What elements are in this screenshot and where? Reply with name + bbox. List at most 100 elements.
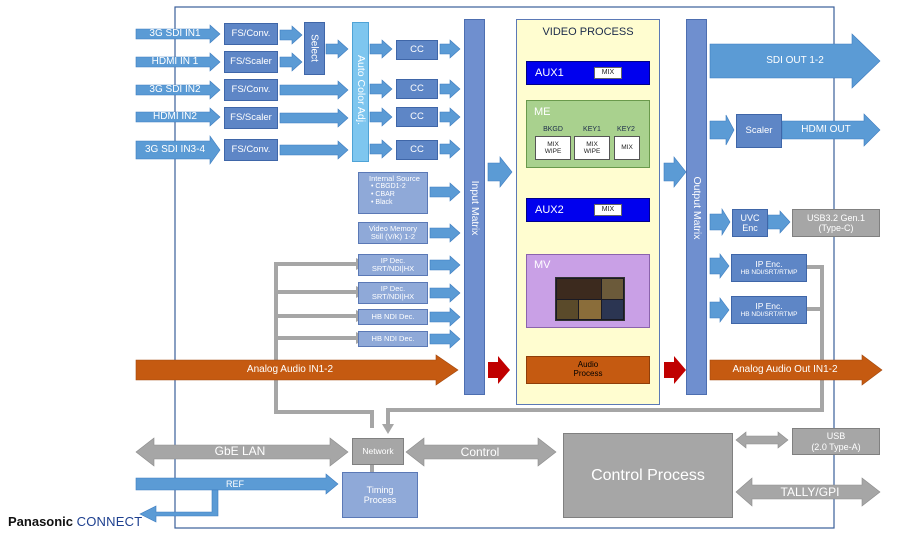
audio-process-line2: Process	[573, 369, 603, 378]
label-3g-sdi-in2: 3G SDI IN2	[149, 84, 201, 95]
multiview-cell	[557, 299, 579, 319]
cc-box-4: CC	[396, 140, 438, 160]
bkgd-mix: MIX	[547, 140, 559, 148]
input-matrix-label: Input Matrix	[469, 180, 481, 236]
cc-box-2: CC	[396, 79, 438, 99]
ip-dec-box-2: IP Dec. SRT/NDI|HX	[358, 282, 428, 304]
scaler-box: Scaler	[736, 114, 782, 148]
key1-label: KEY1	[583, 126, 601, 133]
control-arrows	[135, 431, 881, 507]
fs-scaler-box-2: FS/Scaler	[224, 107, 278, 129]
select-box	[304, 22, 325, 75]
aux2-mix-box: MIX	[594, 204, 622, 216]
auto-color-adj-label: Auto Color Adj.	[355, 54, 367, 126]
timing-process-box: Timing Process	[342, 472, 418, 518]
input-matrix-bar	[464, 19, 485, 395]
ip-dec-box-1: IP Dec. SRT/NDI|HX	[358, 254, 428, 276]
logo-panasonic: Panasonic	[8, 514, 74, 529]
ip-enc-box-2: IP Enc. HB NDI/SRT/RTMP	[731, 296, 807, 324]
internal-source-item: • CBAR	[371, 191, 395, 199]
ip-dec-line1: IP Dec.	[380, 255, 406, 265]
bkgd-mix-wipe-box: MIX WIPE	[535, 136, 571, 160]
fs-scaler-box-1: FS/Scaler	[224, 51, 278, 73]
bkgd-wipe: WIPE	[544, 148, 562, 155]
video-memory-box: Video Memory Still (V/K) 1-2	[358, 222, 428, 244]
usb32-box: USB3.2 Gen.1 (Type-C)	[792, 209, 880, 237]
cc-box-3: CC	[396, 107, 438, 127]
ip-dec-line2: SRT/NDI|HX	[371, 264, 415, 273]
select-label: Select	[308, 34, 320, 62]
label-gbe-lan: GbE LAN	[214, 444, 266, 458]
fs-conv-box-1: FS/Conv.	[224, 23, 278, 45]
label-hdmi-in2: HDMI IN2	[153, 111, 197, 122]
timing-line1: Timing	[366, 484, 394, 495]
label-hdmi-out: HDMI OUT	[801, 124, 851, 135]
auto-color-adj-box	[352, 22, 369, 162]
key2-mix-box: MIX	[614, 136, 640, 160]
key1-wipe: WIPE	[583, 148, 601, 155]
network-routing-lines	[274, 262, 824, 472]
label-tally-gpi: TALLY/GPI	[780, 485, 840, 499]
usb-line2: (2.0 Type-A)	[811, 441, 861, 452]
usb32-line2: (Type-C)	[818, 223, 854, 233]
input-arrows	[135, 24, 881, 349]
ip-dec-line1: IP Dec.	[380, 283, 406, 293]
fs-conv-box-3: FS/Conv.	[224, 139, 278, 161]
aux1-block: AUX1	[526, 61, 650, 85]
key1-mix: MIX	[586, 140, 598, 148]
hb-ndi-dec-box-1: HB NDI Dec.	[358, 309, 428, 325]
logo-connect: CONNECT	[76, 514, 143, 529]
internal-source-title: Internal Source	[369, 174, 420, 183]
aux1-label: AUX1	[535, 66, 564, 79]
uvc-enc-line1: UVC	[740, 212, 760, 223]
ip-dec-line2: SRT/NDI|HX	[371, 292, 415, 301]
video-memory-line1: Video Memory	[368, 223, 418, 233]
ip-enc-line2: HB NDI/SRT/RTMP	[740, 269, 798, 277]
control-process-box: Control Process	[563, 433, 733, 518]
panasonic-connect-logo: Panasonic CONNECT	[8, 514, 142, 529]
label-analog-audio-in: Analog Audio IN1-2	[246, 364, 334, 375]
ip-enc-line1: IP Enc.	[755, 300, 783, 311]
internal-source-item: • CBGD1-2	[371, 183, 406, 191]
multiview-cell	[557, 279, 601, 299]
fs-conv-box-2: FS/Conv.	[224, 79, 278, 101]
usb-2-0-box: USB (2.0 Type-A)	[792, 428, 880, 455]
ip-enc-line2: HB NDI/SRT/RTMP	[740, 311, 798, 319]
multiview-cell	[579, 299, 601, 319]
label-sdi-out: SDI OUT 1-2	[766, 55, 824, 66]
aux2-label: AUX2	[535, 203, 564, 216]
aux1-mix-box: MIX	[594, 67, 622, 79]
audio-process-line1: Audio	[577, 360, 599, 370]
video-memory-line2: Still (V/K) 1-2	[370, 232, 416, 241]
multiview-thumbnail	[555, 277, 625, 321]
mv-label: MV	[534, 259, 551, 271]
internal-source-box: Internal Source • CBGD1-2 • CBAR • Black	[358, 172, 428, 214]
label-3g-sdi-in3-4: 3G SDI IN3-4	[144, 144, 206, 155]
cc-box-1: CC	[396, 40, 438, 60]
uvc-enc-line2: Enc	[742, 223, 758, 233]
audio-process-box: Audio Process	[526, 356, 650, 384]
ref-arrows	[135, 473, 339, 523]
bkgd-label: BKGD	[543, 126, 563, 133]
output-matrix-label: Output Matrix	[691, 176, 703, 240]
usb32-line1: USB3.2 Gen.1	[806, 212, 866, 223]
key2-label: KEY2	[617, 126, 635, 133]
uvc-enc-box: UVC Enc	[732, 209, 768, 237]
network-box: Network	[352, 438, 404, 465]
me-label: ME	[534, 106, 551, 118]
multiview-cell	[601, 299, 623, 319]
video-process-title: VIDEO PROCESS	[542, 26, 634, 38]
audio-arrows	[135, 354, 883, 386]
output-matrix-bar	[686, 19, 707, 395]
ip-enc-box-1: IP Enc. HB NDI/SRT/RTMP	[731, 254, 807, 282]
aux2-block: AUX2	[526, 198, 650, 222]
ip-enc-line1: IP Enc.	[755, 258, 783, 269]
internal-source-item: • Black	[371, 199, 393, 207]
usb-line1: USB	[826, 431, 846, 442]
multiview-cell	[601, 279, 623, 299]
timing-line2: Process	[363, 495, 397, 505]
label-analog-audio-out: Analog Audio Out IN1-2	[732, 364, 838, 375]
label-hdmi-in1: HDMI IN 1	[151, 56, 199, 67]
label-control: Control	[460, 445, 500, 459]
